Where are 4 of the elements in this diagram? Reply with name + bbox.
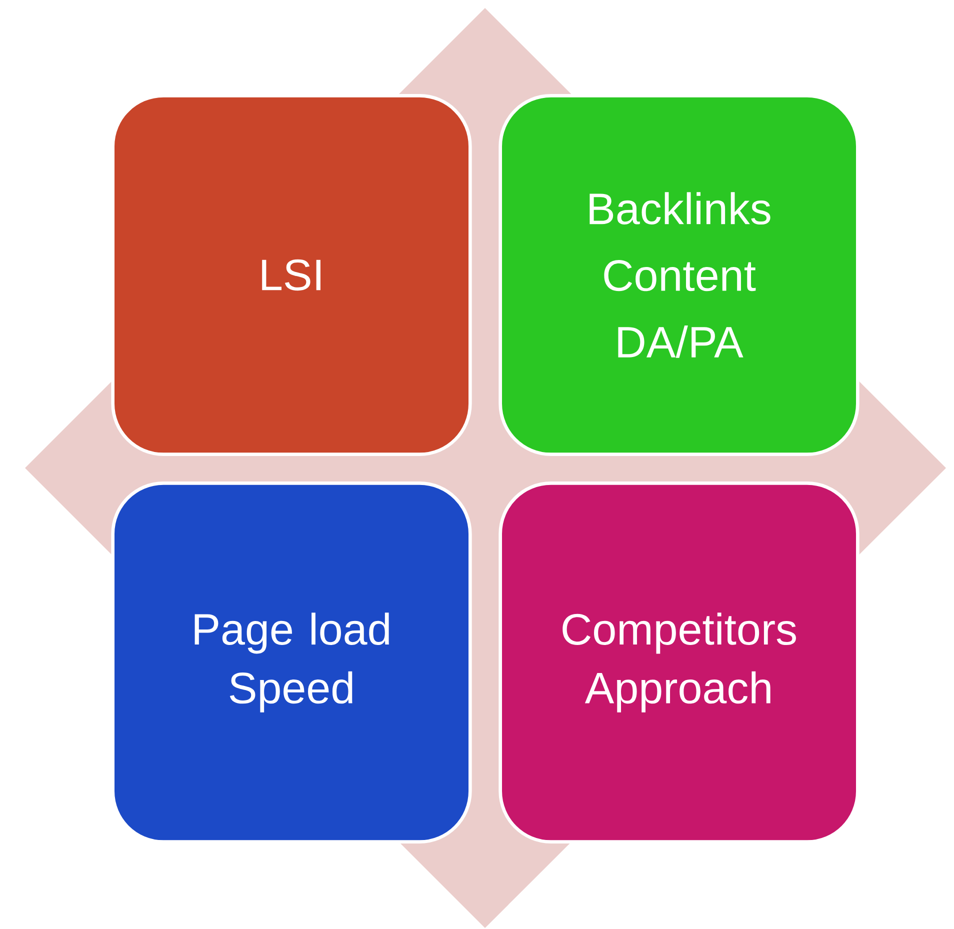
text-box: Page load Speed [111, 482, 472, 844]
text-box: Competitors Approach [498, 482, 860, 844]
text-box: LSI [111, 94, 472, 456]
text-box: Backlinks Content DA/PA [498, 94, 860, 456]
